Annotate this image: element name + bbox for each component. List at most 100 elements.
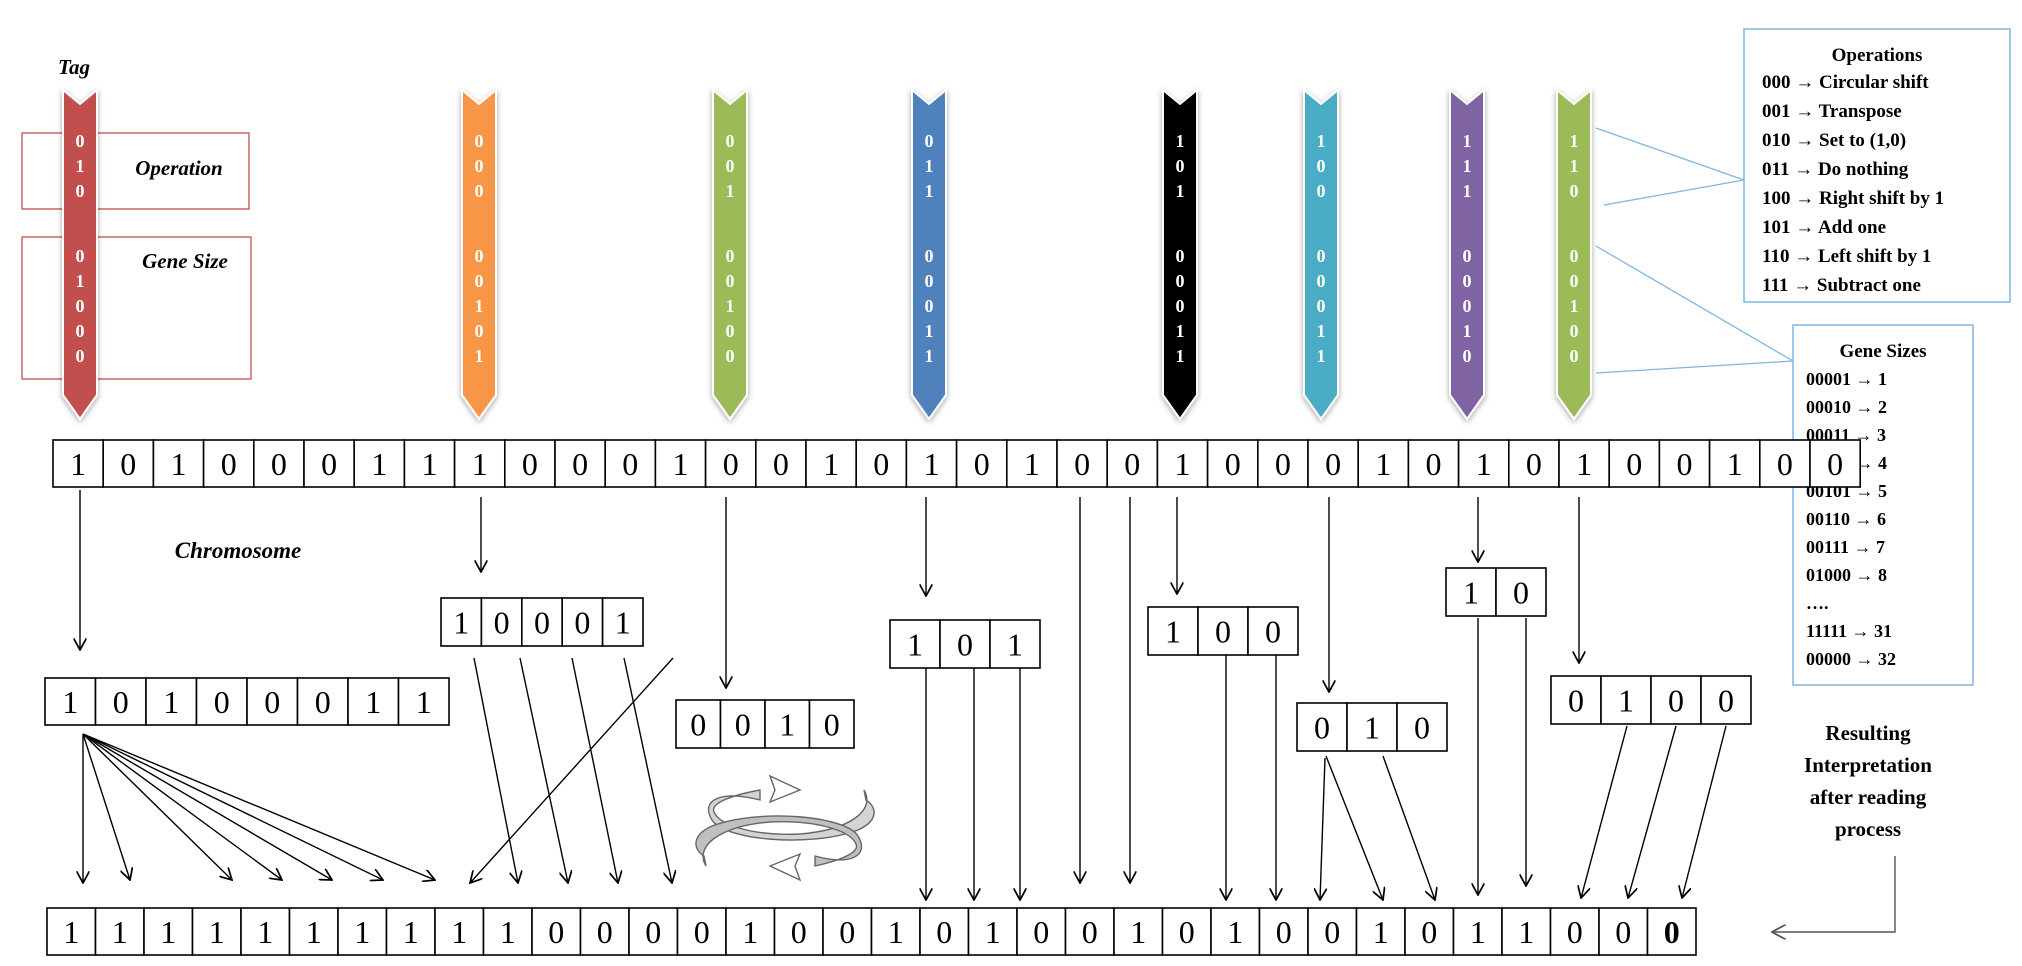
chromosome-cell [1156,439,1209,488]
result-cell [1646,907,1697,956]
tag-size-bit: 0 [1570,346,1579,366]
tag-op-bit: 0 [726,131,735,151]
tag-size-bit: 0 [726,246,735,266]
arrow [1682,725,1727,898]
result-cell [1113,907,1164,956]
result-bit: 0 [1179,914,1195,950]
gene-cell [195,677,248,726]
result-cell [1307,907,1358,956]
tag-markers: 0100100000000101001001000110001110100011… [62,87,1592,421]
tag-size-bit: 0 [76,246,85,266]
result-cell [1355,907,1406,956]
result-bit: 1 [742,914,758,950]
gene-cell [1650,675,1702,725]
resulting-interpretation-label: Resulting Interpretation after reading p… [1804,721,1932,841]
gene-cell [989,619,1041,669]
tag-size-bit: 0 [1463,246,1472,266]
chromosome-bit: 0 [221,446,237,482]
gene-cell [1346,702,1398,752]
gene-sizes-legend-item: 00110 → 6 [1806,509,1886,529]
chromosome-bit: 0 [1325,446,1341,482]
tag-body [1303,87,1339,421]
chromosome-bit: 1 [171,446,187,482]
chromosome-bit: 0 [1074,446,1090,482]
result-bit: 0 [645,914,661,950]
result-bit: 0 [1664,914,1680,950]
chromosome-bit: 1 [1576,446,1592,482]
tag-op-bit: 0 [1317,181,1326,201]
gene-cell [520,597,563,647]
tag-size-bit: 0 [475,321,484,341]
result-bit: 1 [1373,914,1389,950]
result-bit: 0 [791,914,807,950]
result-bit: 0 [1615,914,1631,950]
arrow [82,733,130,880]
chromosome-cell [1357,439,1410,488]
gene-cell [1147,606,1199,656]
tag-size-bit: 1 [475,296,484,316]
gene-bit: 0 [735,707,751,743]
gene-cell [440,597,483,647]
gene-cell [347,677,400,726]
chromosome-bit: 0 [1225,446,1241,482]
result-bit: 1 [451,914,467,950]
gene-cell [246,677,299,726]
result-bit: 0 [597,914,613,950]
result-cell [1501,907,1552,956]
tag-label: Tag [58,55,90,79]
result-cell [288,907,339,956]
tag-size-bit: 1 [475,346,484,366]
chromosome-cell [253,439,305,488]
operation-label: Operation [135,156,223,180]
gene-cell [808,699,855,749]
gene-bit: 0 [315,684,331,720]
result-cell [676,907,727,956]
operations-legend-item: 010 → Set to (1,0) [1762,130,1906,151]
result-bit: 1 [500,914,516,950]
tag-size-bit: 0 [76,296,85,316]
arrow [1382,755,1435,900]
chromosome-bit: 0 [873,446,889,482]
tag-size-bit: 0 [925,296,934,316]
gene-bit: 1 [615,605,631,641]
operations-legend-item: 100 → Right shift by 1 [1762,188,1944,209]
arrow [1581,725,1628,898]
arrow [473,657,518,883]
tag-size-bit: 0 [1176,296,1185,316]
result-cell [1161,907,1212,956]
tag-size-bit: 1 [1463,321,1472,341]
gene-bit: 0 [1513,575,1529,611]
chromosome-bit: 0 [522,446,538,482]
result-cell [1598,907,1649,956]
svg-text:Interpretation: Interpretation [1804,753,1932,777]
gene-bit: 1 [365,684,381,720]
tag-op-bit: 1 [1570,131,1579,151]
chromosome-bit: 1 [1024,446,1040,482]
result-cell [1404,907,1455,956]
result-cell [579,907,630,956]
result-cell [46,907,97,956]
result-cell [1549,907,1600,956]
result-bit: 0 [548,914,564,950]
chromosome-bit: 0 [1827,446,1843,482]
gene-cell [601,597,644,647]
operations-legend-item: 000 → Circular shift [1762,72,1929,93]
tag-op-bit: 1 [1317,131,1326,151]
gene-sizes-legend-item: 01000 → 8 [1806,565,1887,585]
chromosome-cell [353,439,406,488]
chromosome-cell [905,439,958,488]
gene-sizes-legend-item: 00010 → 2 [1806,397,1887,417]
result-bit: 1 [1227,914,1243,950]
gene-sizes-legend-box [1792,324,1974,686]
chromosome-bit: 1 [1375,446,1391,482]
arrow [1628,725,1677,898]
chromosome-bit: 0 [321,446,337,482]
